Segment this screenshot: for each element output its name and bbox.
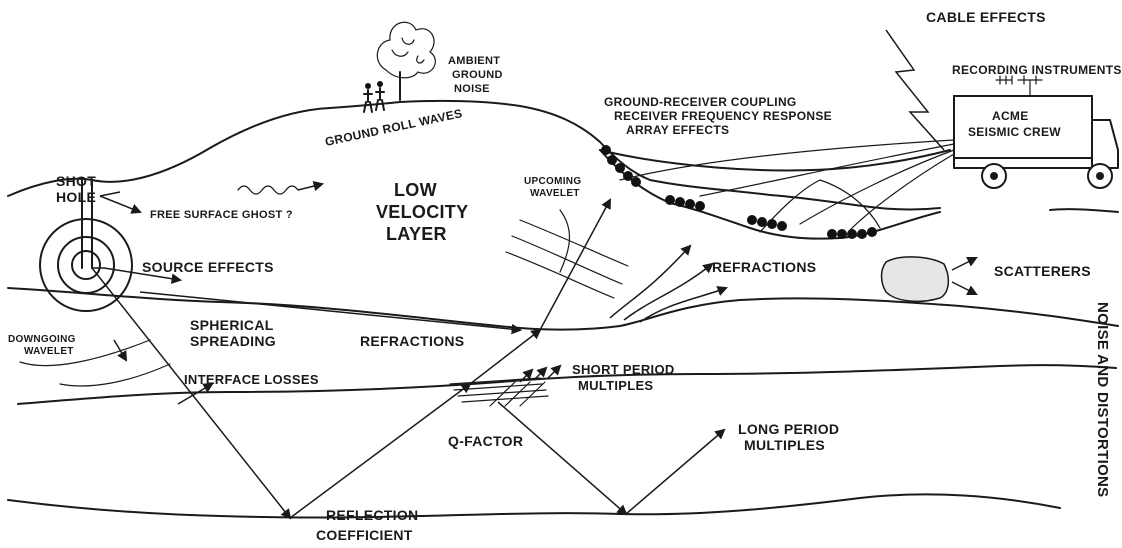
- label-refractions-lower: REFRACTIONS: [360, 333, 464, 349]
- label-wavelet-up: WAVELET: [530, 188, 580, 199]
- label-reflection: REFLECTION: [326, 507, 418, 523]
- ghost-arrow-2: [99, 191, 121, 197]
- label-cable-effects: CABLE EFFECTS: [926, 9, 1046, 25]
- downgoing-wavelet-arrow: [113, 339, 128, 362]
- shot-hole: [39, 179, 133, 312]
- multiple-ray-down: [497, 401, 628, 516]
- label-low: LOW: [394, 180, 437, 200]
- label-source-effects: SOURCE EFFECTS: [142, 259, 274, 275]
- ground-roll-wave: [237, 185, 299, 195]
- ghost-arrow-1: [99, 195, 142, 214]
- label-ambient-3: NOISE: [454, 83, 490, 95]
- label-truck-acme: ACME: [992, 109, 1029, 123]
- cable-effects-lightning: [885, 29, 945, 151]
- label-free-surface-ghost: FREE SURFACE GHOST ?: [150, 209, 293, 221]
- label-interface-losses: INTERFACE LOSSES: [184, 372, 319, 387]
- near-surface-line: [599, 149, 951, 172]
- ground-surface: [7, 99, 941, 211]
- label-receiver-frequency: RECEIVER FREQUENCY RESPONSE: [614, 109, 832, 123]
- upcoming-wavelet: [505, 209, 629, 299]
- label-ambient-2: GROUND: [452, 69, 503, 81]
- upcoming-ray: [539, 198, 611, 331]
- label-refractions-upper: REFRACTIONS: [712, 259, 816, 275]
- downgoing-ray: [91, 267, 292, 520]
- label-coupling: GROUND-RECEIVER COUPLING: [604, 95, 797, 109]
- label-long-multiples: MULTIPLES: [744, 437, 825, 453]
- geophones: [601, 145, 877, 239]
- scatter-arrow-down: [951, 281, 978, 295]
- short-period-multiples: [449, 364, 562, 407]
- source-effects-arrow: [103, 267, 183, 284]
- interface-losses-arrow: [177, 382, 214, 405]
- label-coefficient: COEFFICIENT: [316, 527, 413, 543]
- reflected-ray-1: [289, 382, 472, 519]
- cables: [619, 139, 955, 233]
- label-layer: LAYER: [386, 224, 447, 244]
- refraction-ray: [139, 291, 523, 335]
- scatter-arrow-up: [951, 257, 978, 271]
- label-downgoing: DOWNGOING: [8, 334, 76, 345]
- tree-icon: [376, 21, 436, 101]
- label-long-period: LONG PERIOD: [738, 421, 839, 437]
- ground-roll-arrow: [297, 180, 325, 192]
- label-recording-instruments: RECORDING INSTRUMENTS: [952, 63, 1122, 77]
- label-spherical: SPHERICAL: [190, 317, 274, 333]
- label-upcoming: UPCOMING: [524, 176, 581, 187]
- ground-surface-right: [1049, 208, 1119, 213]
- long-period-arrow: [625, 428, 726, 515]
- label-velocity: VELOCITY: [376, 202, 468, 222]
- spreading-arc-2: [59, 363, 171, 387]
- low-velocity-base: [7, 287, 1119, 331]
- refraction-arrows: [609, 244, 728, 323]
- label-q-factor: Q-FACTOR: [448, 433, 523, 449]
- label-shot: SHOT: [56, 173, 96, 189]
- interface-layer: [17, 364, 1117, 405]
- label-ambient-1: AMBIENT: [448, 55, 500, 67]
- label-array-effects: ARRAY EFFECTS: [626, 123, 729, 137]
- label-spreading: SPREADING: [190, 333, 276, 349]
- label-hole: HOLE: [56, 189, 96, 205]
- side-title: NOISE AND DISTORTIONS: [1094, 302, 1111, 497]
- spreading-arc-1: [19, 339, 151, 367]
- reflector: [7, 493, 1061, 519]
- label-truck-crew: SEISMIC CREW: [968, 125, 1061, 139]
- label-ground-roll: GROUND ROLL WAVES: [324, 106, 464, 149]
- truck-icon: [953, 75, 1119, 189]
- label-scatterers: SCATTERERS: [994, 263, 1091, 279]
- label-short-multiples: MULTIPLES: [578, 378, 653, 393]
- people-icon: [363, 81, 385, 113]
- label-short-period: SHORT PERIOD: [572, 362, 675, 377]
- scatterer-blob: [880, 256, 950, 303]
- label-wavelet-down: WAVELET: [24, 346, 74, 357]
- reflected-ray-2: [469, 328, 542, 385]
